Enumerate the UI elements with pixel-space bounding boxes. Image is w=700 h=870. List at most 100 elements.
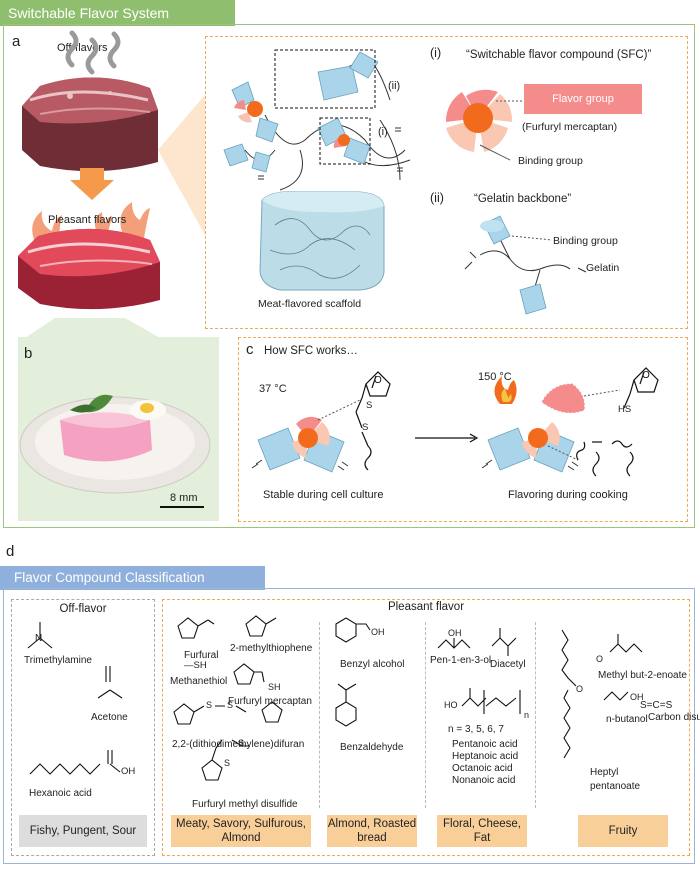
heptyl-o: O	[576, 684, 584, 694]
gel-cube-icon	[259, 191, 385, 291]
flavor-group-box	[524, 84, 642, 114]
reaction-arrow-head	[469, 433, 479, 443]
disulfide-crosslink	[576, 440, 634, 477]
sfc-cluster-3	[317, 117, 371, 165]
panel-a-detail-frame	[205, 36, 688, 329]
category-floral-label: Floral, Cheese, Fat	[437, 815, 527, 847]
gelatin-title: “Gelatin backbone”	[474, 193, 572, 205]
sulfur-1: S	[366, 400, 373, 411]
disulfide-s2: S	[238, 738, 245, 748]
furfural-structure	[177, 617, 215, 639]
classification-banner: Flavor Compound Classification	[0, 566, 265, 590]
sfc-binding-label: Binding group	[518, 155, 583, 167]
panel-d-frame	[3, 588, 695, 864]
sfc-unbound-icon	[481, 422, 579, 473]
inset-i-marker: (i)	[378, 126, 388, 138]
released-flavor-icon	[541, 383, 585, 414]
divider-3	[535, 622, 536, 808]
pleasant-compound-11: Methyl but-2-enoate	[598, 670, 687, 681]
pleasant-flavors-label: Pleasant flavors	[48, 214, 127, 226]
pleasant-compound-10: Diacetyl	[490, 659, 526, 670]
furfuryl-disulfide-structure	[355, 371, 391, 471]
cs2-structure: S=C=S	[640, 700, 673, 711]
pleasant-compound-8: Benzaldehyde	[340, 742, 404, 753]
penenol-structure	[437, 638, 471, 649]
off-compound-3: Hexanoic acid	[29, 788, 92, 799]
acid-n: n	[524, 710, 530, 720]
benzyl-oh: OH	[371, 627, 385, 637]
furfuryl-mercaptan-structure	[623, 367, 659, 409]
off-flavor-frame	[11, 599, 155, 856]
raw-meat-icon	[22, 77, 158, 172]
difuran-structure	[173, 701, 283, 725]
penenol-oh: OH	[448, 628, 462, 638]
acid-ho: HO	[444, 700, 458, 710]
pleasant-compound-9: Pen-1-en-3-ol	[430, 655, 492, 666]
pleasant-compound-6: Furfuryl methyl disulfide	[192, 799, 298, 810]
ester-o: O	[596, 654, 604, 664]
acid-3: Octanoic acid	[452, 763, 513, 774]
sfc-bound-icon	[251, 399, 361, 473]
acid-4: Nonanoic acid	[452, 775, 516, 786]
acid-1: Pentanoic acid	[452, 739, 518, 750]
sfc-cluster-2	[317, 51, 379, 101]
furan-o-1: O	[374, 375, 382, 386]
temp-high-label: 150 °C	[478, 371, 512, 383]
off-compound-1: Trimethylamine	[24, 655, 92, 666]
divider-2	[425, 622, 426, 808]
pleasant-heading: Pleasant flavor	[387, 601, 465, 613]
hs-label: HS	[618, 404, 632, 415]
butanol-oh: OH	[630, 692, 644, 702]
off-compound-2: Acetone	[91, 712, 128, 723]
category-almond-label: Almond, Roasted bread	[327, 815, 417, 847]
temp-low-label: 37 °C	[259, 383, 287, 395]
down-arrow-icon	[70, 168, 114, 200]
sfc-marker: (i)	[430, 46, 442, 60]
flavor-group-label: Flavor group	[552, 93, 614, 105]
trimethylamine-n: N	[35, 633, 43, 644]
inset-ii-marker: (ii)	[388, 80, 401, 92]
n-values: n = 3, 5, 6, 7	[448, 724, 504, 735]
cooked-meat-icon	[18, 228, 160, 310]
inset-box-ii	[274, 49, 376, 109]
panel-c-frame	[238, 337, 688, 522]
hexanoic-acid-structure	[29, 750, 121, 775]
surface-ticks	[258, 127, 403, 180]
pleasant-compound-14: Heptyl pentanoate	[590, 767, 641, 792]
callout-wedge-b	[25, 318, 160, 338]
off-flavor-category: Fishy, Pungent, Sour	[19, 815, 147, 847]
panel-abc-frame	[3, 24, 695, 528]
methylbutenoate-structure	[609, 634, 643, 653]
heptyl-pentanoate-structure	[561, 629, 577, 759]
divider-1	[319, 622, 320, 808]
sfc-cluster-4	[223, 143, 271, 173]
furfuryl-label: (Furfuryl mercaptan)	[522, 121, 618, 133]
panel-a-letter: a	[12, 33, 21, 50]
stable-label: Stable during cell culture	[263, 489, 384, 501]
sfc-title: “Switchable flavor compound (SFC)”	[466, 49, 652, 61]
scale-bar-label: 8 mm	[170, 492, 198, 504]
pleasant-compound-3: Methanethiol	[170, 676, 228, 687]
pleasant-frame	[162, 599, 690, 856]
difuran-s1: S	[206, 700, 213, 710]
category-almond: Almond, Roasted bread	[327, 815, 417, 847]
category-fruity-label: Fruity	[578, 815, 668, 847]
gelatin-backbone-icon	[464, 215, 587, 315]
pleasant-compound-12: n-butanol	[606, 714, 648, 725]
off-flavor-heading: Off-flavor	[59, 603, 107, 615]
acetone-structure	[97, 666, 123, 699]
flavoring-label: Flavoring during cooking	[508, 489, 628, 501]
methyl-disulfide-structure	[201, 739, 250, 781]
pleasant-compound-2: 2-methylthiophene	[230, 643, 313, 654]
panel-b-letter: b	[24, 345, 33, 362]
benzaldehyde-structure	[335, 683, 357, 727]
pleasant-compound-5: 2,2-(dithiodimethylene)difuran	[172, 739, 305, 750]
callout-wedge	[158, 95, 205, 235]
scaffold-label: Meat-flavored scaffold	[258, 298, 362, 310]
panel-c-heading: How SFC works…	[264, 345, 358, 357]
